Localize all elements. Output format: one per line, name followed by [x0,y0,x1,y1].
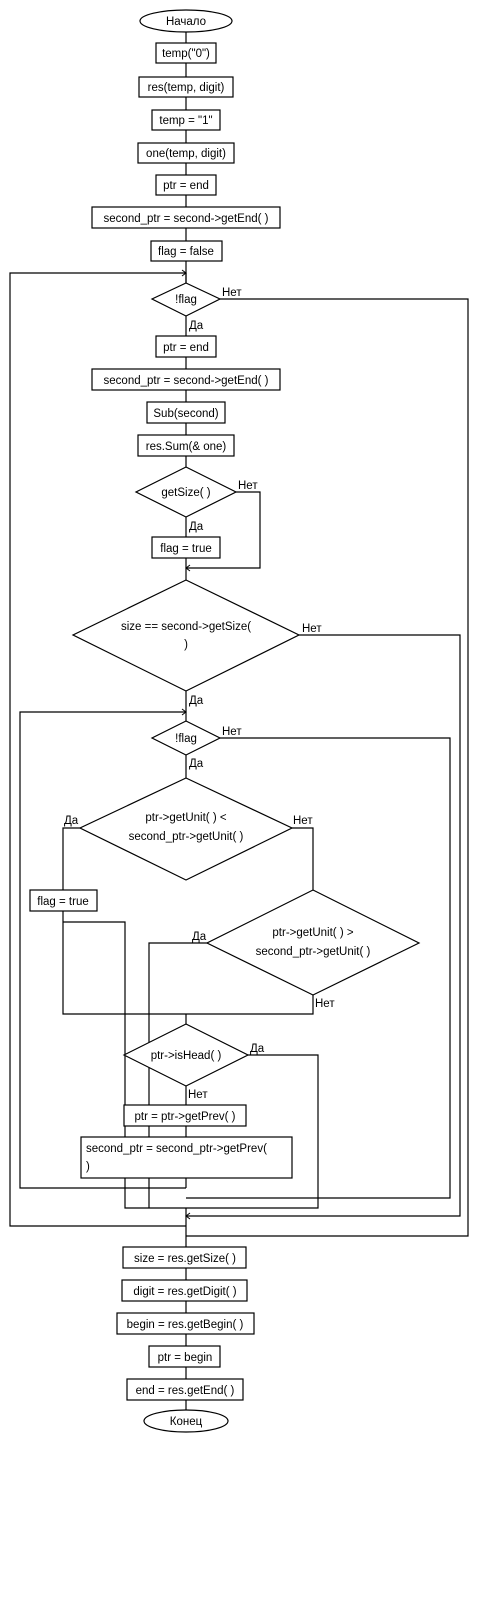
step-size-get-label: size = res.getSize( ) [134,1253,236,1265]
step-loop-ptr-end-label: ptr = end [163,342,209,354]
ishead-condition-diamond [122,1023,250,1087]
step-res-sum-label: res.Sum(& one) [146,441,227,453]
step-begin-get [116,1312,255,1335]
inner-loop-condition-diamond [150,720,222,756]
loop-condition-diamond [150,282,222,317]
greater-condition-diamond [205,889,421,996]
step-set-flag-true [151,536,221,559]
step-sub-label: Sub(second) [153,408,218,420]
size-no-label: Нет [302,623,322,635]
greater-no-label: Нет [315,998,335,1010]
step-ptr-prev-label: ptr = ptr->getPrev( ) [135,1111,236,1123]
end-terminal [143,1409,229,1433]
step-res-sum [137,434,235,457]
size-condition-label-1: size == second->getSize( [121,621,251,633]
step-ptr-begin-label: ptr = begin [158,1352,213,1364]
step-ptr-end [155,174,217,196]
step-second-prev-label-2: ) [86,1161,90,1173]
end-label: Конец [170,1416,203,1428]
getsize-condition-diamond [134,466,238,518]
connectors [9,32,469,1410]
start-terminal [139,9,233,33]
greater-yes-label: Да [192,931,207,943]
step-loop-second-ptr-end-label: second_ptr = second->getEnd( ) [104,375,269,387]
less-condition-diamond [78,777,294,881]
step-res-init-label: res(temp, digit) [148,82,225,94]
step-begin-get-label: begin = res.getBegin( ) [127,1319,244,1331]
getsize-yes-label: Да [189,521,204,533]
size-condition-diamond [71,579,301,692]
greater-condition-label-1: ptr->getUnit( ) > [272,927,353,939]
loop-yes-label: Да [189,320,204,332]
ishead-yes-label: Да [250,1043,265,1055]
ishead-condition-label: ptr->isHead( ) [151,1050,222,1062]
step-second-ptr-end-label: second_ptr = second->getEnd( ) [104,213,269,225]
step-second-prev-label-1: second_ptr = second_ptr->getPrev( [86,1143,267,1155]
step-inner-flag-true [29,889,98,912]
getsize-condition-label: getSize( ) [161,487,210,499]
step-flag-false-label: flag = false [158,246,214,258]
step-second-prev [80,1136,293,1179]
step-sub [146,401,226,424]
step-temp-zero-label: temp("0") [162,48,210,60]
inner-loop-condition-label: !flag [175,733,197,745]
step-loop-second-ptr-end [91,368,281,391]
inner-loop-yes-label: Да [189,758,204,770]
step-end-get [126,1378,244,1401]
step-set-flag-true-label: flag = true [160,543,211,555]
step-temp-one-label: temp = "1" [159,115,212,127]
start-label: Начало [166,16,206,28]
less-condition-label-2: second_ptr->getUnit( ) [129,831,244,843]
step-end-get-label: end = res.getEnd( ) [136,1385,235,1397]
step-temp-one [151,109,221,131]
size-condition-label-2: ) [184,639,188,651]
step-loop-ptr-end [155,335,217,358]
ishead-no-label: Нет [188,1089,208,1101]
step-temp-zero [155,42,217,64]
step-digit-get-label: digit = res.getDigit( ) [133,1286,236,1298]
size-yes-label: Да [189,695,204,707]
step-one-init-label: one(temp, digit) [146,148,226,160]
step-second-ptr-end [91,206,281,229]
step-flag-false [150,240,223,262]
loop-condition-label: !flag [175,294,197,306]
step-res-init [138,76,234,98]
step-ptr-prev [123,1104,247,1127]
less-condition-label-1: ptr->getUnit( ) < [145,812,226,824]
less-yes-label: Да [64,815,79,827]
step-size-get [122,1246,247,1269]
getsize-no-label: Нет [238,480,258,492]
greater-condition-label-2: second_ptr->getUnit( ) [256,946,371,958]
inner-loop-no-label: Нет [222,726,242,738]
less-no-label: Нет [293,815,313,827]
step-inner-flag-true-label: flag = true [37,896,88,908]
step-one-init [137,142,235,164]
step-ptr-begin [148,1345,221,1368]
loop-no-label: Нет [222,287,242,299]
step-ptr-end-label: ptr = end [163,180,209,192]
step-digit-get [121,1279,248,1302]
